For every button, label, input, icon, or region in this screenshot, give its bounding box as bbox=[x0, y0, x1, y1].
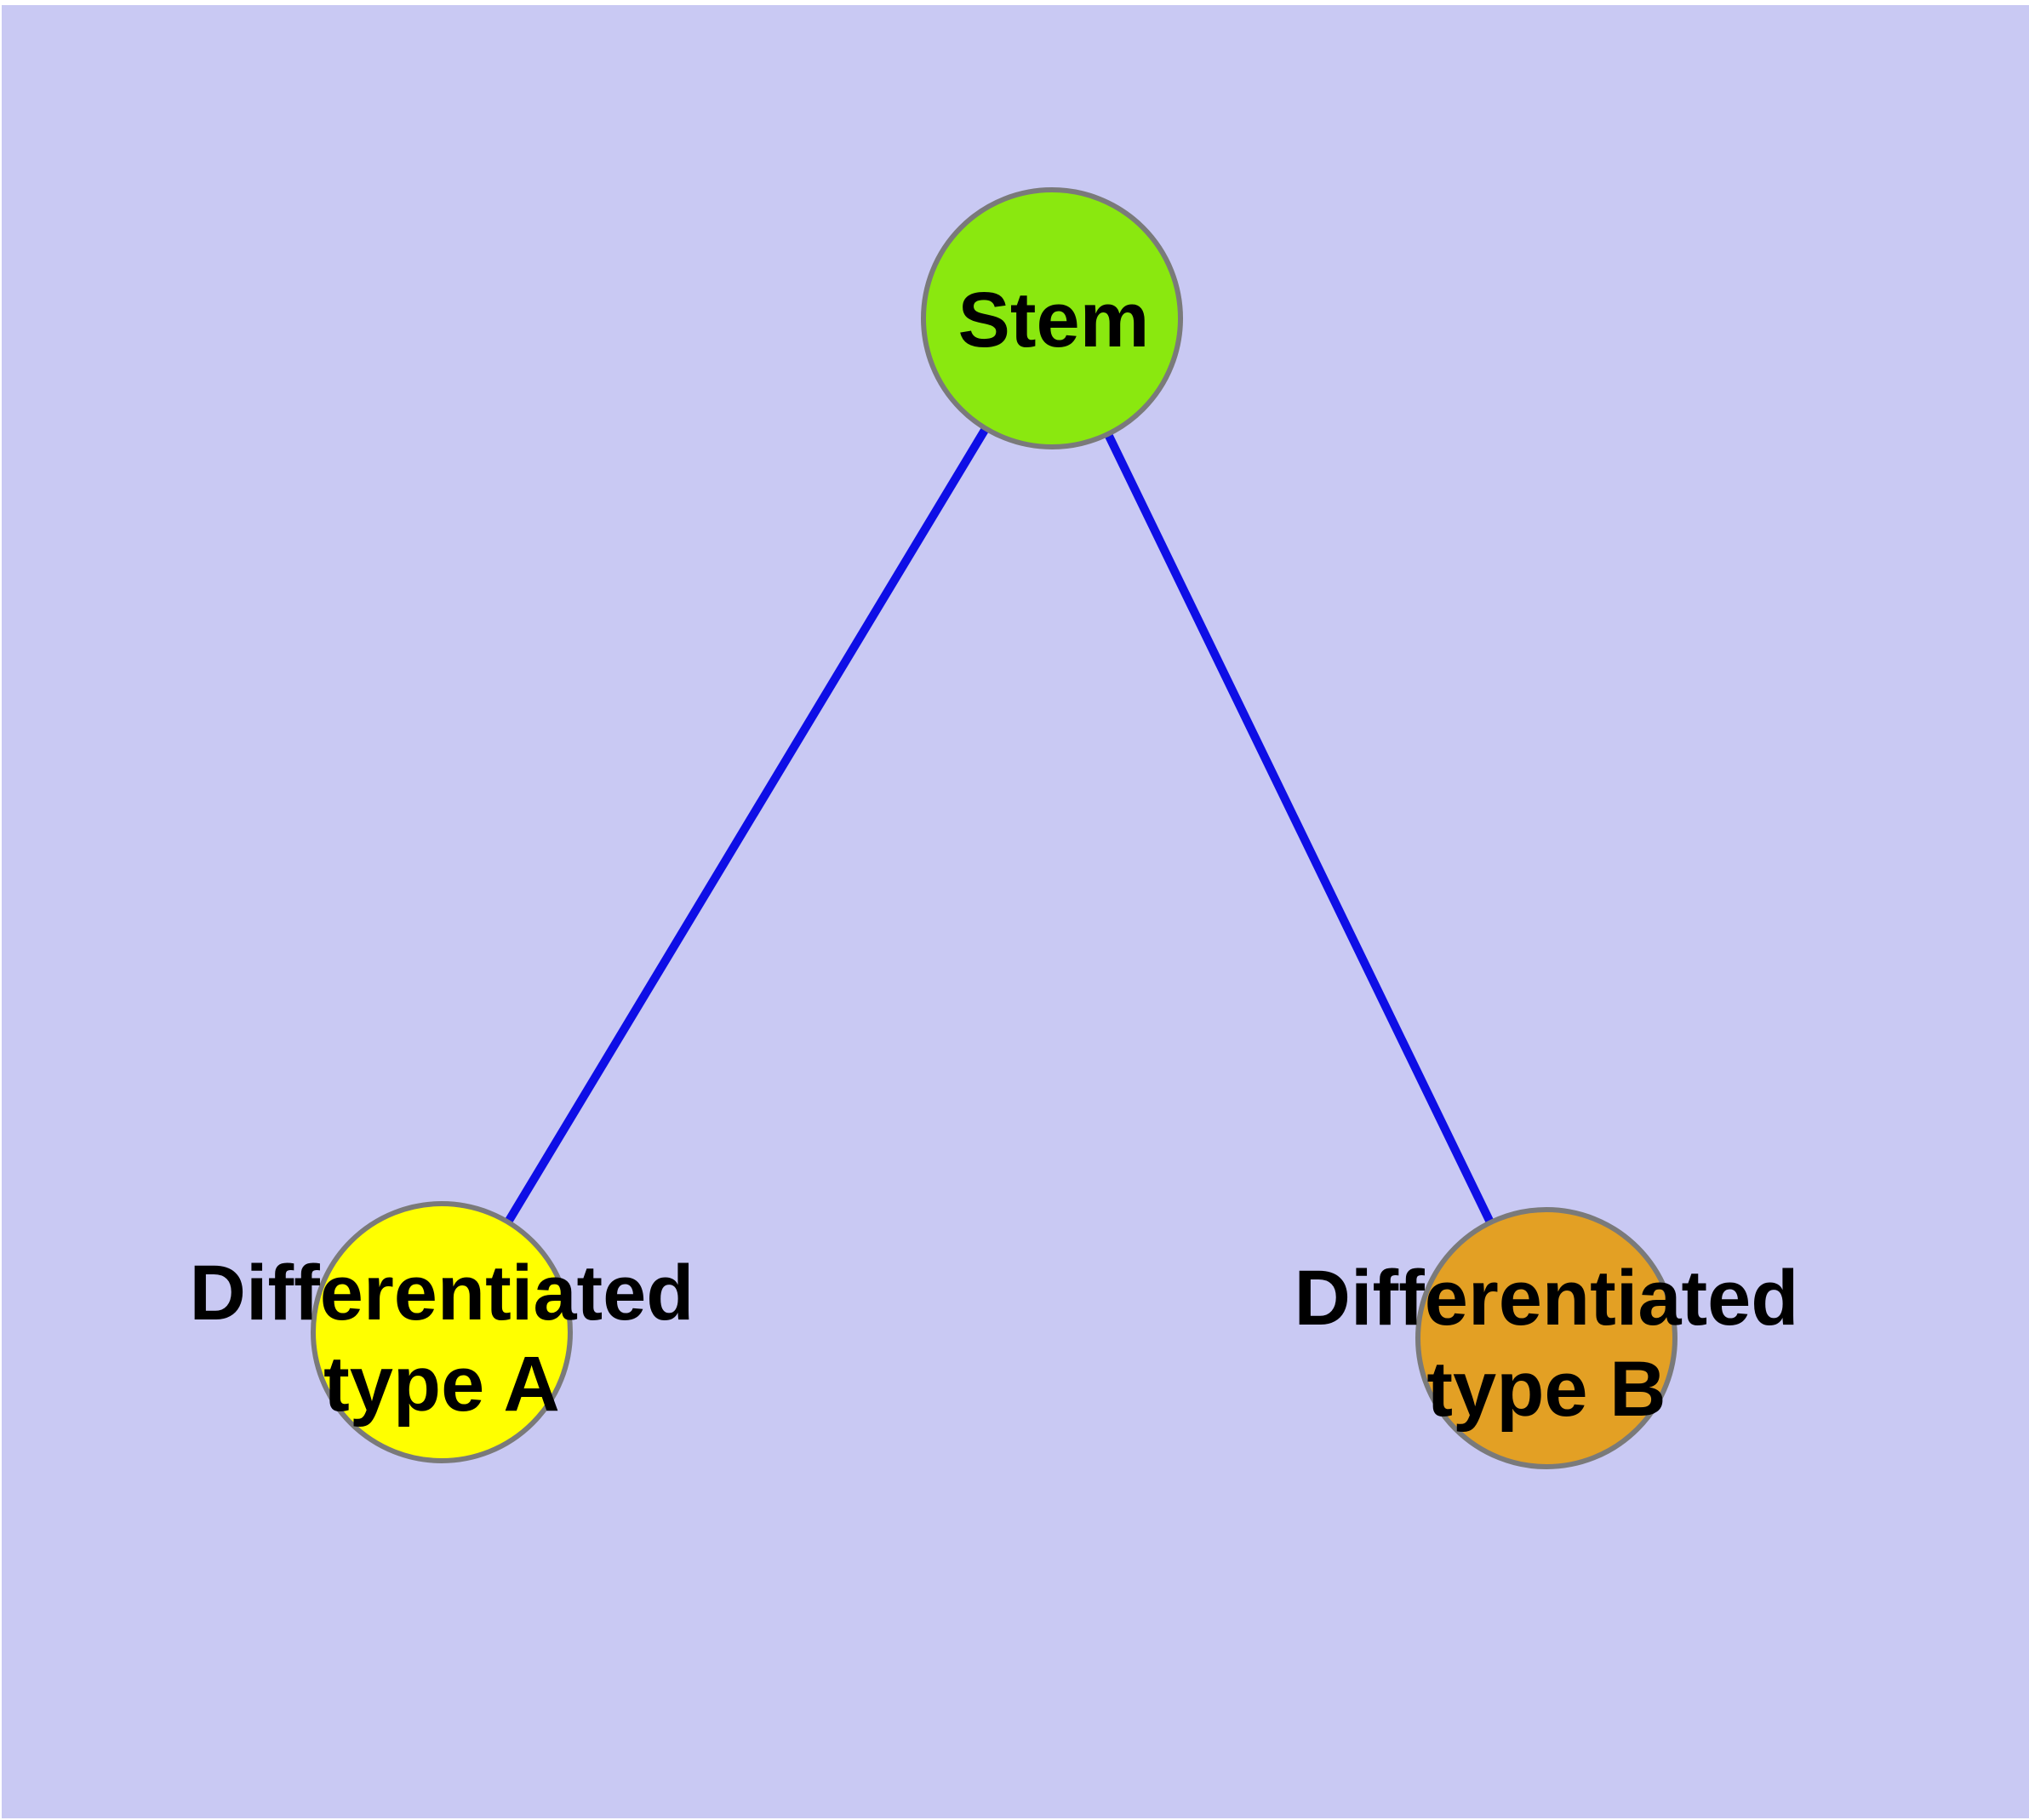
node-differentiated-type-a-circle[interactable] bbox=[311, 1201, 573, 1463]
node-differentiated-type-b-label-line1: Differentiated bbox=[1295, 1255, 1799, 1342]
edge-stem-to-type-b[interactable] bbox=[1048, 316, 1551, 1341]
edge-stem-to-type-a[interactable] bbox=[437, 316, 1056, 1335]
node-stem-circle[interactable] bbox=[921, 187, 1183, 449]
node-stem[interactable]: Stem bbox=[921, 187, 1183, 449]
node-differentiated-type-b[interactable]: Differentiated type B bbox=[1295, 1207, 1799, 1469]
node-differentiated-type-a-label-line2: type A bbox=[323, 1341, 560, 1428]
edge-layer bbox=[437, 316, 1551, 1341]
node-differentiated-type-a-label-line1: Differentiated bbox=[190, 1250, 694, 1336]
node-differentiated-type-a[interactable]: Differentiated type A bbox=[190, 1201, 694, 1463]
node-stem-label: Stem bbox=[958, 277, 1150, 363]
node-differentiated-type-b-label-line2: type B bbox=[1426, 1346, 1666, 1433]
node-differentiated-type-b-circle[interactable] bbox=[1415, 1207, 1677, 1469]
